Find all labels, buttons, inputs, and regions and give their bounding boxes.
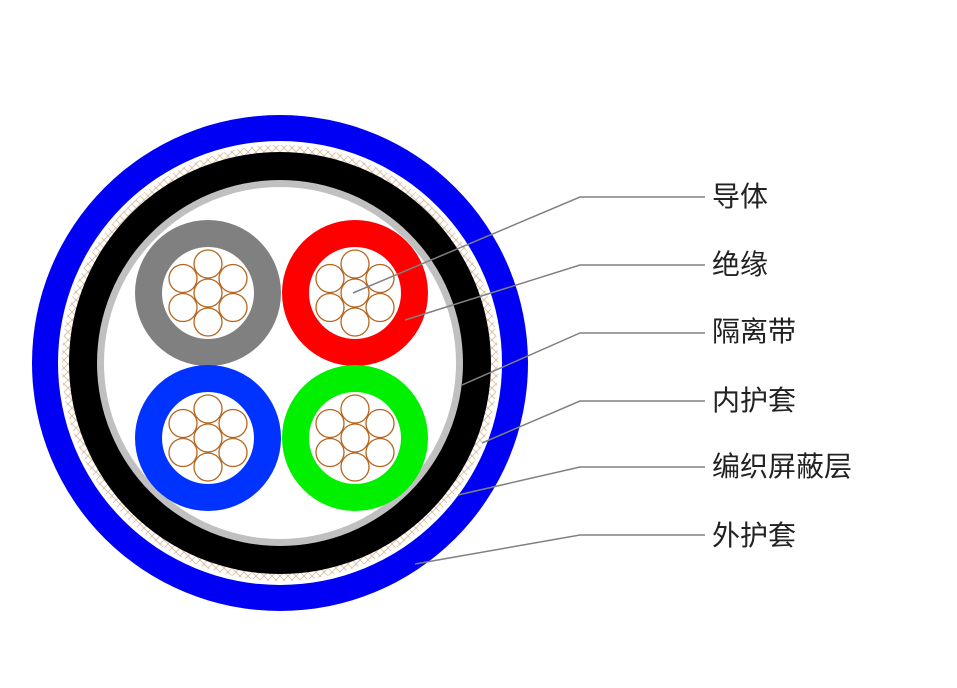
leader-line	[457, 466, 705, 496]
conductor-strand	[193, 307, 223, 337]
conductor-strand	[340, 452, 370, 482]
label-inner-sheath: 内护套	[712, 384, 797, 417]
conductor-strand	[218, 292, 248, 323]
conductor-strand	[315, 408, 345, 439]
label-outer-sheath: 外护套	[712, 519, 797, 552]
conductor-strand	[340, 423, 370, 453]
conductor-strand	[315, 437, 345, 468]
conductor-strand	[168, 292, 198, 323]
leader-line	[461, 332, 705, 386]
conductor-strand	[168, 263, 198, 294]
conductor-strand	[193, 278, 223, 308]
label-conductor: 导体	[712, 180, 769, 213]
conductor-strand	[193, 423, 223, 453]
conductor-strand	[340, 249, 370, 279]
conductor-strand	[218, 408, 248, 439]
conductor-strand	[168, 408, 198, 439]
conductor-strand	[340, 394, 370, 424]
leader-line	[404, 264, 705, 321]
conductor-strand	[340, 278, 370, 308]
conductor-strand	[365, 292, 395, 323]
leader-line	[352, 196, 705, 294]
leader-line	[414, 534, 705, 565]
conductor-strand	[218, 437, 248, 468]
conductor-strand	[340, 307, 370, 337]
conductor-strand	[193, 452, 223, 482]
label-braided-shield: 编织屏蔽层	[712, 450, 853, 483]
conductor-strand	[315, 292, 345, 323]
conductor-strand	[315, 263, 345, 294]
conductor-strand	[168, 437, 198, 468]
conductor-strand	[365, 437, 395, 468]
conductor-strand	[218, 263, 248, 294]
conductor-strand	[365, 408, 395, 439]
label-separator-tape: 隔离带	[712, 315, 797, 348]
label-insulation: 绝缘	[712, 248, 769, 281]
leader-line	[481, 400, 705, 444]
conductor-strand	[365, 263, 395, 294]
conductor-strand	[193, 249, 223, 279]
conductor-strand	[193, 394, 223, 424]
